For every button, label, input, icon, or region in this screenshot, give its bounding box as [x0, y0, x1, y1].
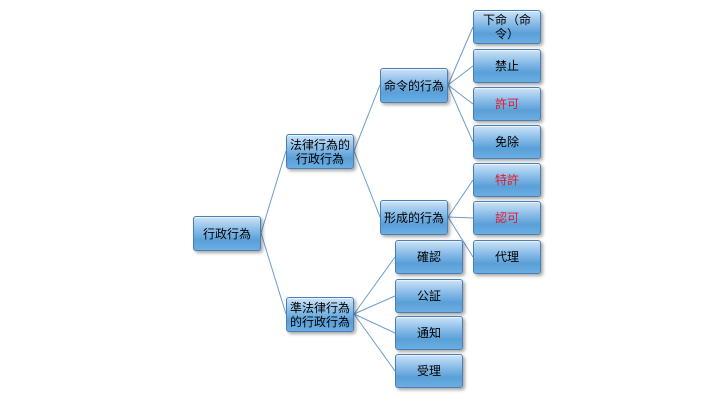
leaf-authorization: 認可 [473, 201, 541, 235]
leaf-confirmation: 確認 [395, 240, 463, 274]
connector-line-10 [447, 216, 474, 258]
connector-line-11 [353, 256, 396, 315]
connector-line-2 [353, 84, 381, 152]
node-quasi-legal-act: 準法律行為 的行政行為 [286, 297, 354, 332]
connector-line-4 [447, 26, 474, 86]
node-command-act: 命令的行為 [380, 68, 448, 103]
leaf-acceptance: 受理 [395, 354, 463, 388]
connector-line-8 [447, 179, 474, 218]
connector-line-3 [353, 150, 381, 218]
connector-line-1 [260, 232, 287, 315]
connector-line-13 [353, 313, 396, 334]
connector-line-5 [447, 65, 474, 86]
leaf-prohibition: 禁止 [473, 49, 541, 83]
leaf-notification: 通知 [395, 316, 463, 350]
connector-line-6 [447, 84, 474, 105]
root-node-administrative-act: 行政行為 [193, 216, 261, 251]
leaf-exemption: 免除 [473, 125, 541, 159]
leaf-certification: 公証 [395, 279, 463, 313]
leaf-agency: 代理 [473, 240, 541, 274]
leaf-special-permission: 特許 [473, 163, 541, 197]
connector-line-12 [353, 295, 396, 315]
connector-line-7 [447, 84, 474, 143]
node-formation-act: 形成的行為 [380, 200, 448, 235]
connector-line-9 [447, 216, 474, 219]
node-legal-act: 法律行為的 行政行為 [286, 134, 354, 169]
leaf-permission: 許可 [473, 87, 541, 121]
connector-line-0 [260, 150, 287, 234]
leaf-order: 下命（命令） [473, 10, 541, 44]
connector-line-14 [353, 313, 396, 372]
